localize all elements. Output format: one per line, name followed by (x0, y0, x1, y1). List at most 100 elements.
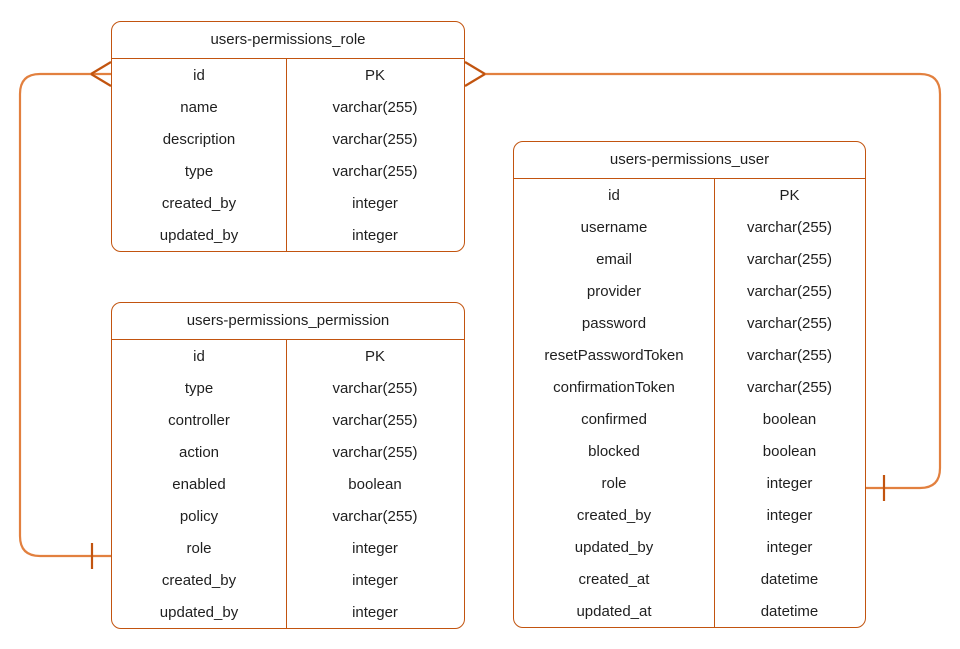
table-row[interactable]: resetPasswordToken varchar(255) (514, 339, 865, 371)
table-row[interactable]: type varchar(255) (112, 372, 464, 404)
table-row[interactable]: created_by integer (112, 564, 464, 596)
column-type: varchar(255) (746, 218, 833, 236)
column-type: integer (352, 194, 398, 212)
column-type: boolean (348, 475, 402, 493)
column-name: policy (179, 507, 219, 525)
entity-columns: id PK username varchar(255) email varcha… (514, 179, 865, 627)
column-name: resetPasswordToken (544, 346, 684, 364)
table-row[interactable]: enabled boolean (112, 468, 464, 500)
entity-columns: id PK type varchar(255) controller varch… (112, 340, 464, 628)
table-row[interactable]: updated_by integer (112, 596, 464, 628)
column-type: varchar(255) (332, 162, 418, 180)
column-name: created_by (161, 571, 237, 589)
table-row[interactable]: policy varchar(255) (112, 500, 464, 532)
column-name: provider (586, 282, 642, 300)
column-type: boolean (762, 410, 817, 428)
table-row[interactable]: confirmed boolean (514, 403, 865, 435)
table-row[interactable]: confirmationToken varchar(255) (514, 371, 865, 403)
table-row[interactable]: email varchar(255) (514, 243, 865, 275)
column-name: action (178, 443, 220, 461)
column-type: integer (352, 571, 398, 589)
column-type: PK (364, 347, 385, 365)
column-divider (286, 340, 287, 628)
entity-users-permissions-role[interactable]: users-permissions_role id PK name varcha… (111, 21, 465, 252)
column-name: updated_by (159, 226, 239, 244)
column-type: PK (779, 186, 800, 204)
column-type: varchar(255) (746, 314, 833, 332)
column-type: integer (352, 603, 398, 621)
table-row[interactable]: id PK (514, 179, 865, 211)
entity-title: users-permissions_permission (112, 303, 464, 340)
column-type: varchar(255) (746, 378, 833, 396)
column-type: varchar(255) (332, 411, 418, 429)
table-row[interactable]: type varchar(255) (112, 155, 464, 187)
table-row[interactable]: id PK (112, 340, 464, 372)
column-type: varchar(255) (332, 507, 418, 525)
column-name: email (596, 250, 632, 268)
column-name: id (608, 186, 620, 204)
table-row[interactable]: controller varchar(255) (112, 404, 464, 436)
column-type: varchar(255) (332, 443, 418, 461)
column-type: integer (766, 538, 813, 556)
column-name: updated_at (576, 602, 652, 620)
table-row[interactable]: password varchar(255) (514, 307, 865, 339)
column-type: varchar(255) (332, 379, 418, 397)
table-row[interactable]: provider varchar(255) (514, 275, 865, 307)
table-row[interactable]: created_at datetime (514, 563, 865, 595)
column-name: controller (168, 411, 230, 429)
table-row[interactable]: username varchar(255) (514, 211, 865, 243)
table-row[interactable]: name varchar(255) (112, 91, 464, 123)
column-type: datetime (760, 602, 819, 620)
relationship-role-to-permission (18, 72, 111, 558)
table-row[interactable]: role integer (112, 532, 464, 564)
column-divider (286, 59, 287, 251)
table-row[interactable]: description varchar(255) (112, 123, 464, 155)
column-name: confirmationToken (553, 378, 675, 396)
column-type: varchar(255) (332, 98, 418, 116)
column-type: varchar(255) (746, 250, 833, 268)
column-type: datetime (760, 570, 819, 588)
column-type: integer (766, 506, 813, 524)
entity-columns: id PK name varchar(255) description varc… (112, 59, 464, 251)
table-row[interactable]: updated_by integer (514, 531, 865, 563)
column-type: integer (352, 226, 398, 244)
column-name: password (581, 314, 647, 332)
table-row[interactable]: role integer (514, 467, 865, 499)
column-name: created_at (578, 570, 650, 588)
crows-foot-marker-right (464, 61, 486, 87)
column-type: varchar(255) (746, 346, 833, 364)
column-name: username (580, 218, 648, 236)
column-name: confirmed (581, 410, 647, 428)
column-type: varchar(255) (746, 282, 833, 300)
entity-title: users-permissions_user (514, 142, 865, 179)
column-name: name (180, 98, 218, 116)
column-name: created_by (161, 194, 237, 212)
column-name: id (193, 66, 205, 84)
column-name: blocked (588, 442, 640, 460)
table-row[interactable]: action varchar(255) (112, 436, 464, 468)
column-type: boolean (762, 442, 817, 460)
table-row[interactable]: id PK (112, 59, 464, 91)
column-name: type (184, 162, 214, 180)
column-divider (714, 179, 715, 627)
column-name: updated_by (159, 603, 239, 621)
column-type: PK (364, 66, 385, 84)
entity-users-permissions-permission[interactable]: users-permissions_permission id PK type … (111, 302, 465, 629)
column-name: type (184, 379, 214, 397)
column-type: integer (352, 539, 398, 557)
column-type: integer (766, 474, 813, 492)
column-name: role (601, 474, 627, 492)
table-row[interactable]: updated_at datetime (514, 595, 865, 627)
column-name: description (162, 130, 236, 148)
entity-title: users-permissions_role (112, 22, 464, 59)
entity-users-permissions-user[interactable]: users-permissions_user id PK username va… (513, 141, 866, 628)
table-row[interactable]: created_by integer (514, 499, 865, 531)
table-row[interactable]: created_by integer (112, 187, 464, 219)
table-row[interactable]: updated_by integer (112, 219, 464, 251)
column-type: varchar(255) (332, 130, 418, 148)
column-name: enabled (172, 475, 226, 493)
table-row[interactable]: blocked boolean (514, 435, 865, 467)
column-name: role (186, 539, 212, 557)
crows-foot-marker-left (90, 61, 112, 87)
